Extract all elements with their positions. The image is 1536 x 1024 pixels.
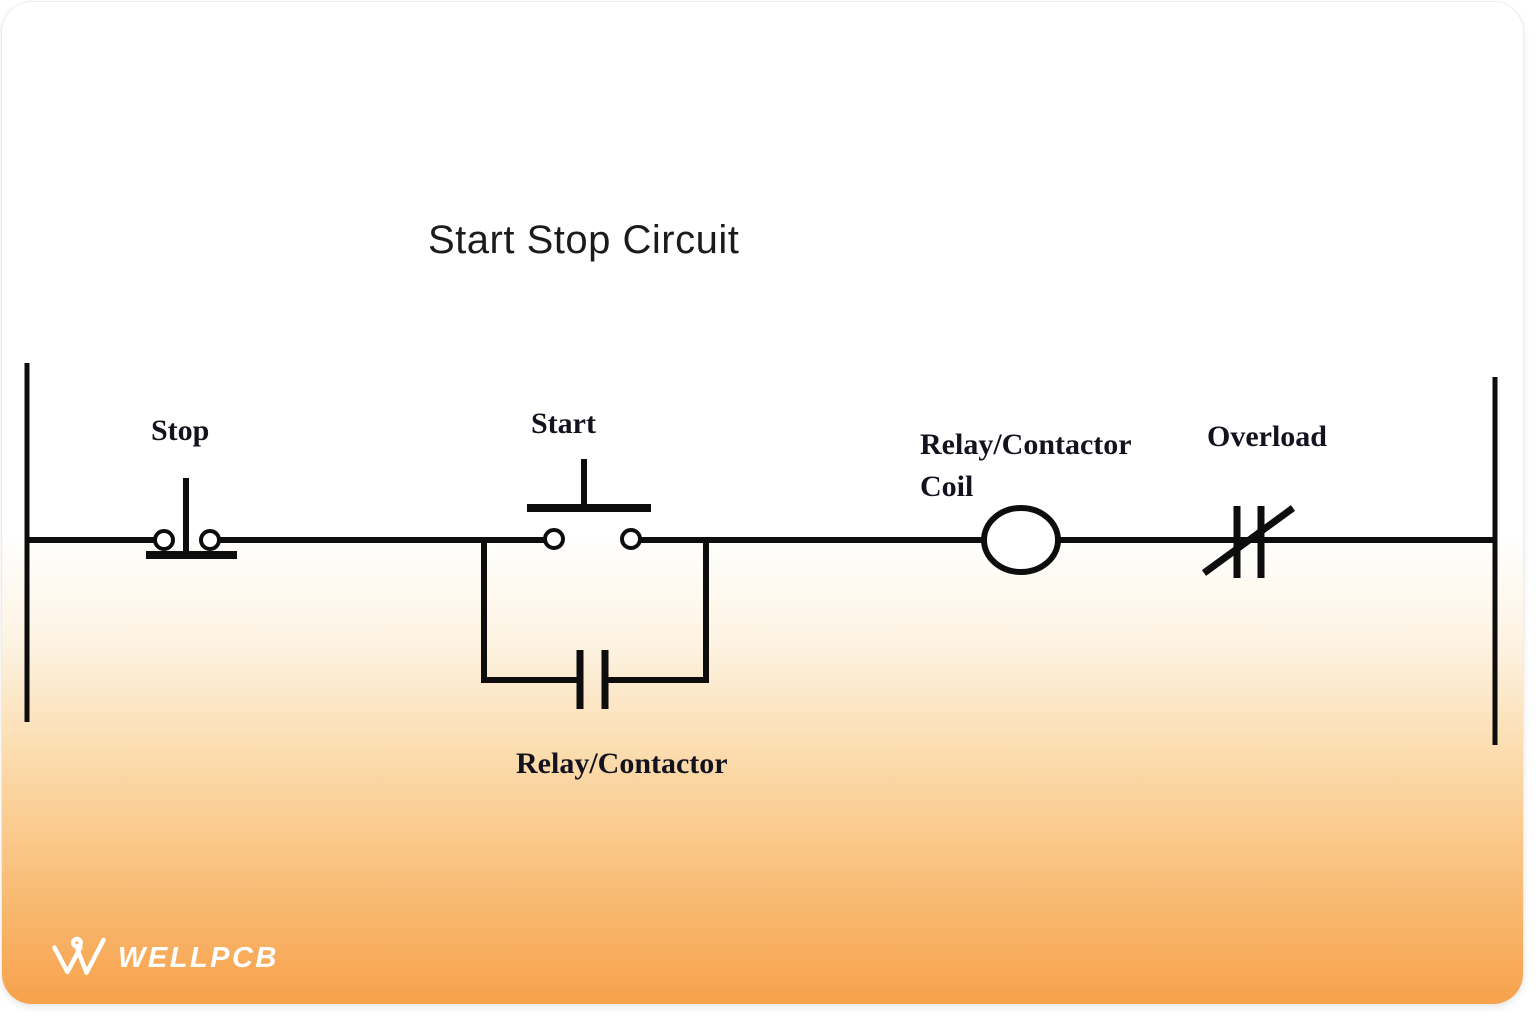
holding-contact-label: Relay/Contactor bbox=[516, 747, 728, 780]
stop-contact-terminal-left bbox=[153, 529, 175, 551]
overload-contact-symbol bbox=[1201, 505, 1296, 578]
diagram-title: Start Stop Circuit bbox=[428, 218, 740, 262]
coil-label: Relay/Contactor Coil bbox=[920, 424, 1132, 508]
stop-contact-terminal-right bbox=[199, 529, 221, 551]
start-pushbutton-symbol bbox=[527, 459, 651, 550]
start-contact-terminal-right bbox=[620, 528, 642, 550]
stop-label: Stop bbox=[151, 414, 210, 447]
overload-label: Overload bbox=[1207, 420, 1327, 453]
diagram-card bbox=[2, 2, 1523, 1004]
start-label: Start bbox=[531, 407, 596, 440]
start-contact-terminal-left bbox=[543, 528, 565, 550]
wellpcb-logo-icon bbox=[52, 936, 106, 975]
stop-pushbutton-symbol bbox=[146, 478, 237, 559]
relay-coil-symbol bbox=[981, 505, 1061, 575]
holding-branch bbox=[481, 538, 709, 709]
coil-label-line1: Relay/Contactor bbox=[920, 428, 1132, 461]
overload-slash bbox=[1201, 505, 1296, 576]
branch-wire-right bbox=[606, 538, 709, 683]
wellpcb-logo-text: WELLPCB bbox=[118, 941, 279, 974]
branch-wire-left bbox=[481, 538, 577, 683]
coil-label-line2: Coil bbox=[920, 470, 974, 503]
wellpcb-logo: WELLPCB bbox=[49, 926, 279, 984]
